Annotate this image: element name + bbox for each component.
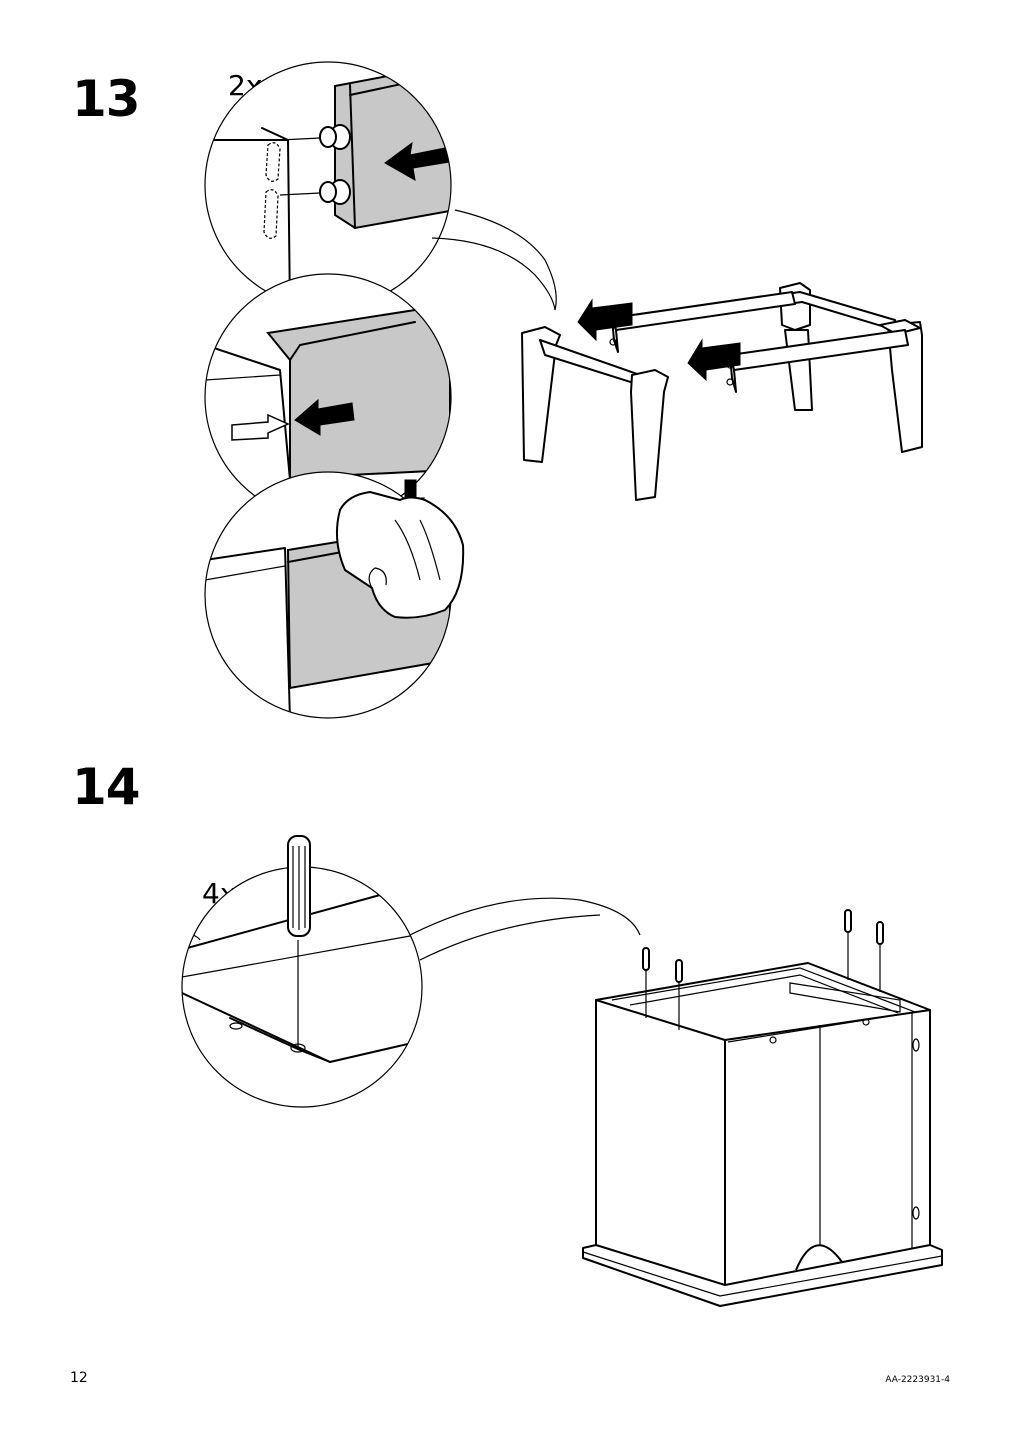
dowel-icon	[287, 835, 311, 937]
detail-circle-dowel-insert	[204, 61, 452, 309]
hand-icon	[335, 491, 465, 619]
page-number: 12	[70, 1370, 88, 1386]
step-13-number: 13	[72, 70, 141, 128]
document-id: AA-2223931-4	[885, 1375, 950, 1385]
cabinet-body	[582, 909, 943, 1307]
frame-assembly	[521, 282, 923, 501]
step-14-number: 14	[72, 758, 141, 816]
